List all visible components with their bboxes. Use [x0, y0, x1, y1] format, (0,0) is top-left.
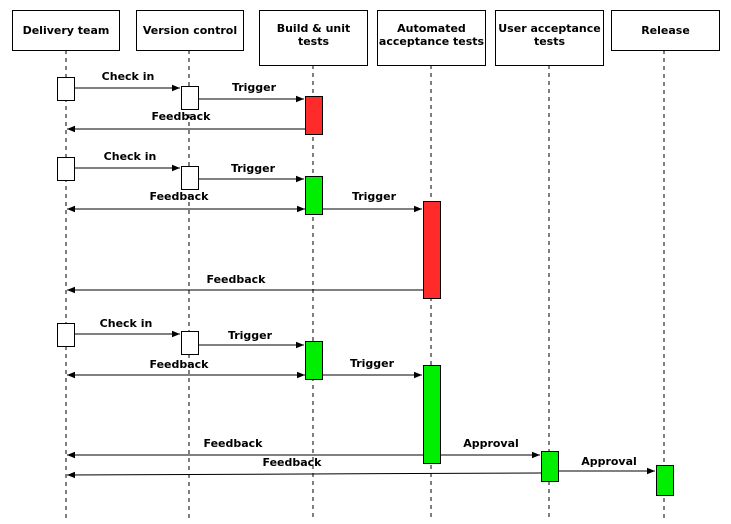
- message-label: Trigger: [231, 162, 276, 175]
- activation-vcs-neutral: [181, 331, 199, 355]
- run-1-activations: [57, 77, 323, 135]
- participant-dev: Delivery team: [12, 10, 120, 51]
- activation-dev-neutral: [57, 77, 75, 101]
- participant-box: [136, 10, 244, 51]
- activation-build-success: [305, 176, 323, 215]
- participant-box: [611, 10, 720, 51]
- participant-vcs: Version control: [136, 10, 244, 51]
- participant-label: User acceptance: [498, 22, 601, 35]
- participant-label: tests: [534, 35, 566, 48]
- activation-build-failure: [305, 96, 323, 135]
- activation-rel-success: [656, 465, 674, 496]
- participant-box: [377, 10, 486, 66]
- activation-aat-failure: [423, 201, 441, 299]
- message-label: Feedback: [204, 437, 264, 450]
- participant-label: Automated: [397, 22, 466, 35]
- activation-vcs-neutral: [181, 86, 199, 110]
- message-label: Trigger: [228, 329, 273, 342]
- participant-label: acceptance tests: [379, 35, 485, 48]
- participant-box: [12, 10, 120, 51]
- participant-label: Version control: [143, 24, 237, 37]
- activation-vcs-neutral: [181, 166, 199, 190]
- participant-label: tests: [298, 35, 330, 48]
- message-label: Feedback: [150, 358, 210, 371]
- message-label: Trigger: [352, 190, 397, 203]
- run-3-activations: [57, 323, 674, 496]
- activation-aat-success: [423, 365, 441, 464]
- message-label: Check in: [100, 317, 153, 330]
- activation-build-success: [305, 341, 323, 380]
- participants: Delivery team Version control Build & unit…: [12, 10, 720, 66]
- activations: [57, 77, 674, 496]
- participant-label: Delivery team: [23, 24, 110, 37]
- message-label: Check in: [104, 150, 157, 163]
- activation-dev-neutral: [57, 323, 75, 347]
- participant-box: [259, 10, 368, 66]
- run-2-activations: [57, 157, 441, 299]
- message-label: Trigger: [232, 81, 277, 94]
- message-label: Feedback: [207, 273, 267, 286]
- message-label: Approval: [581, 455, 637, 468]
- participant-label: Build & unit: [277, 22, 351, 35]
- message-arrow-uat-to-dev: [66, 471, 542, 479]
- message-label: Approval: [463, 437, 519, 450]
- message-label: Trigger: [350, 357, 395, 370]
- message-label: Feedback: [150, 190, 210, 203]
- participant-rel: Release: [611, 10, 720, 51]
- message-label: Feedback: [263, 456, 323, 469]
- activation-dev-neutral: [57, 157, 75, 181]
- message-label: Feedback: [152, 110, 212, 123]
- activation-uat-success: [541, 451, 559, 482]
- participant-box: [495, 10, 604, 66]
- message-label: Check in: [102, 70, 155, 83]
- participant-label: Release: [641, 24, 690, 37]
